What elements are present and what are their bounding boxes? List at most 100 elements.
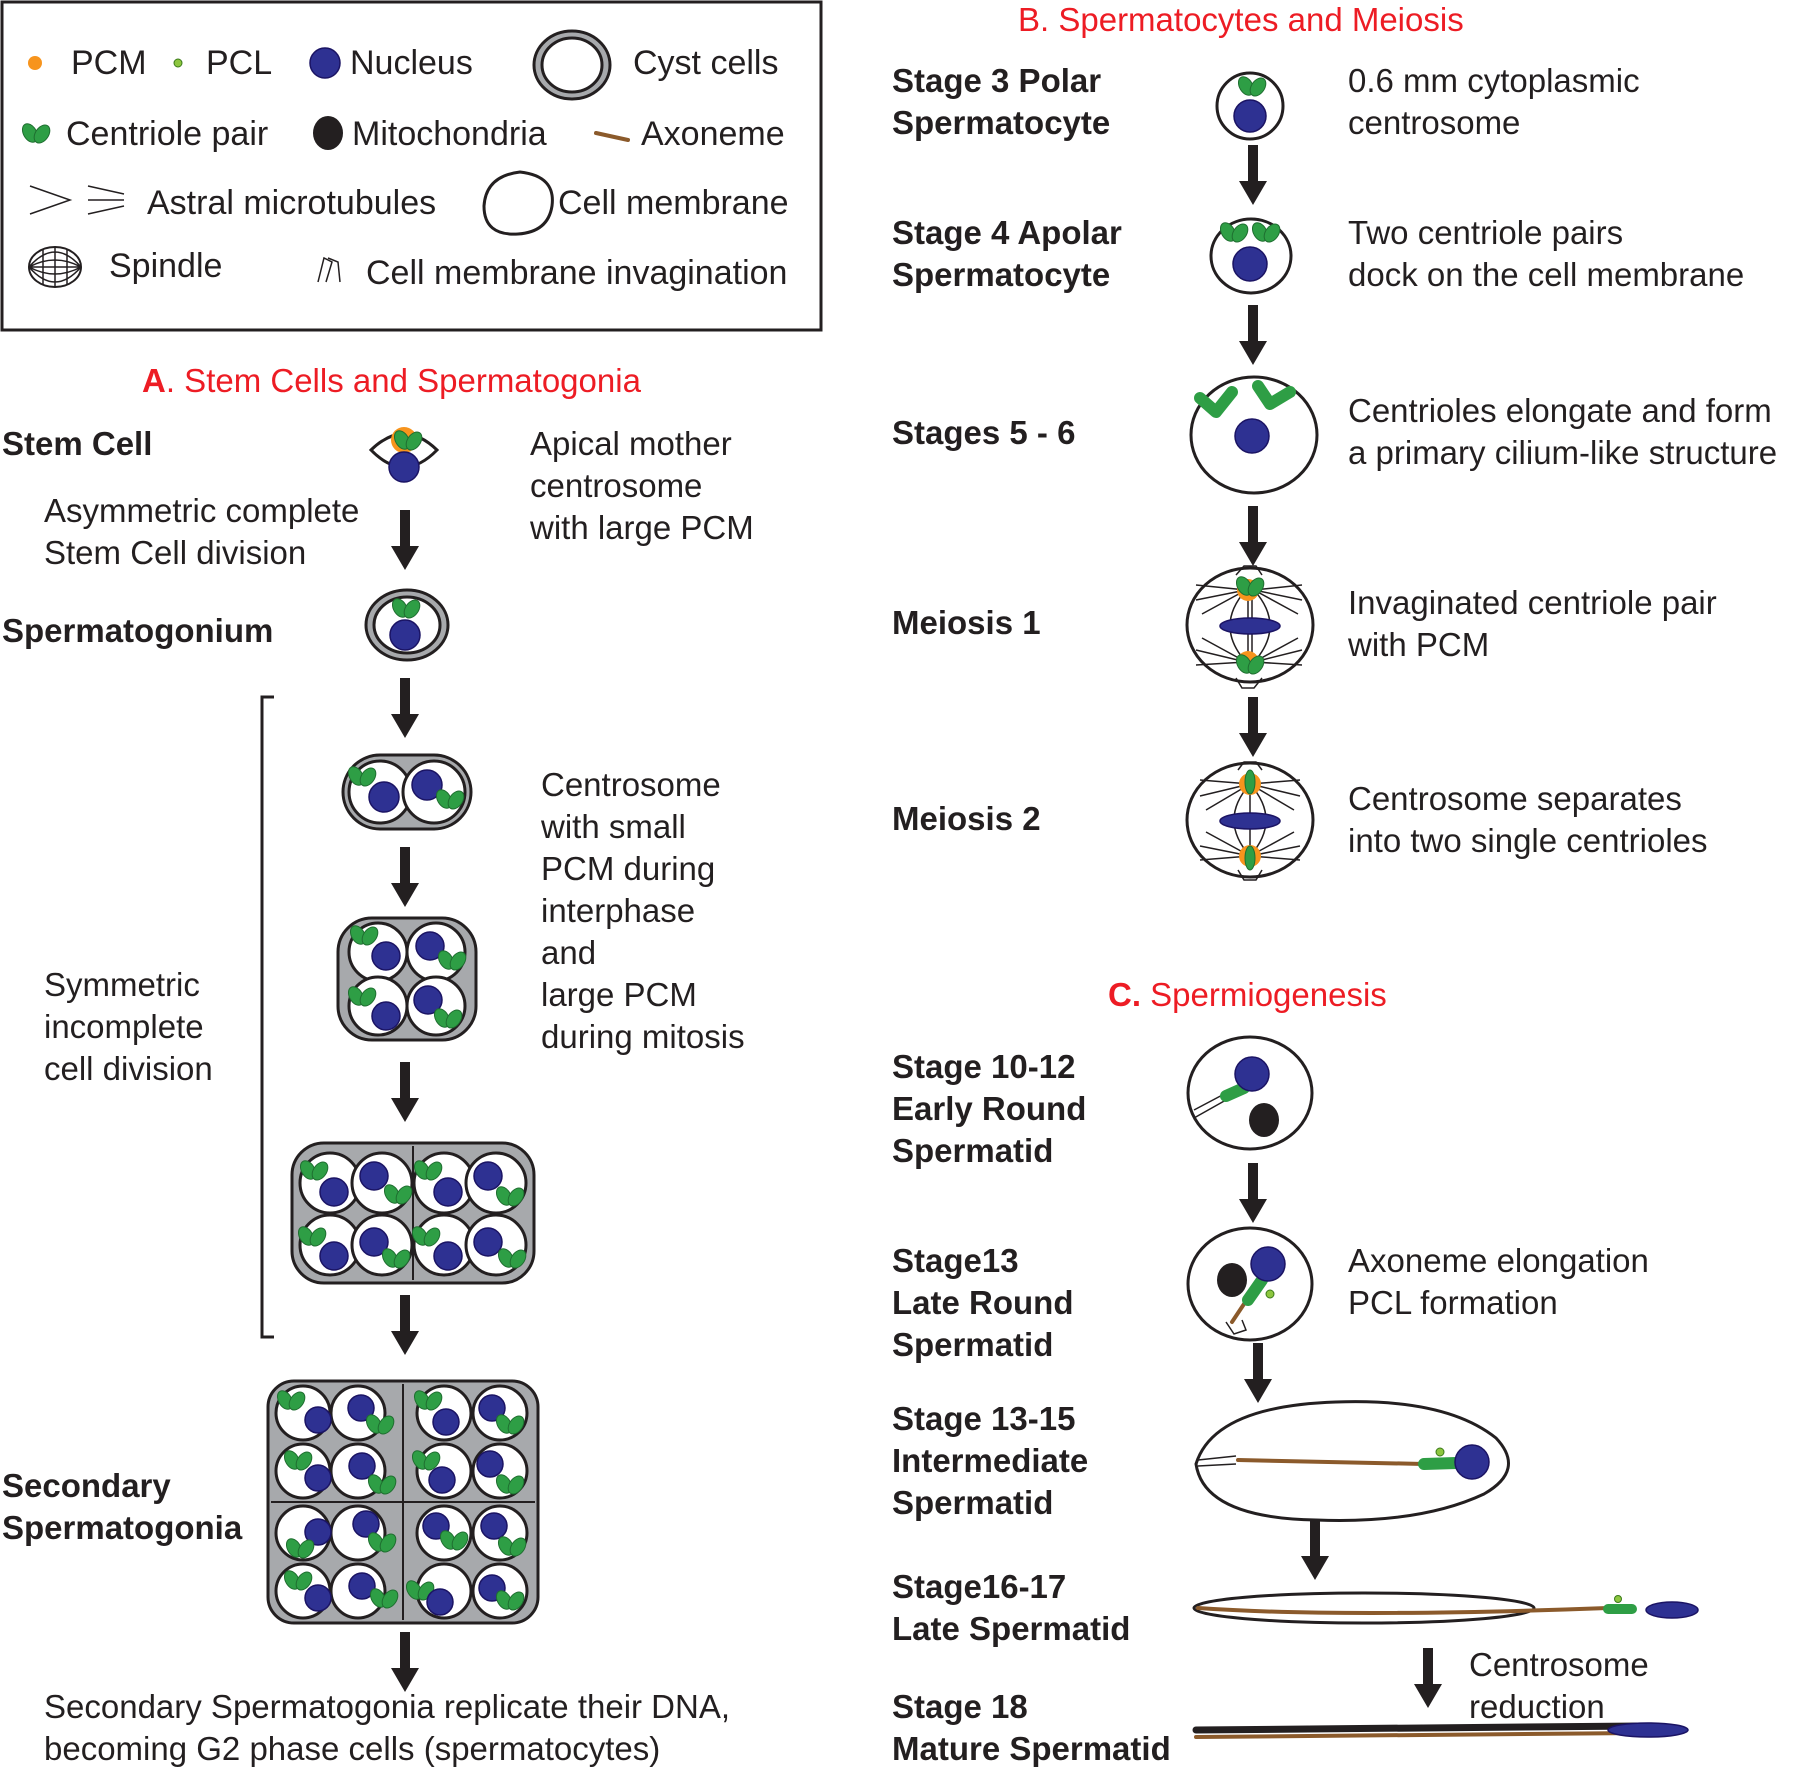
stage3-desc: 0.6 mm cytoplasmic centrosome [1348,62,1640,141]
stage3-label: Stage 3 Polar Spermatocyte [892,62,1110,141]
svg-text:with small: with small [540,808,686,845]
arrow-a5 [391,1295,419,1355]
panel-c-title: C. Spermiogenesis [1108,976,1387,1013]
spermatogonium-cell [364,588,450,662]
svg-text:Symmetric: Symmetric [44,966,200,1003]
svg-text:centrosome: centrosome [1348,104,1520,141]
svg-text:Early Round: Early Round [892,1090,1086,1127]
svg-text:Spermatogonia: Spermatogonia [2,1509,243,1546]
svg-text:with PCM: with PCM [1347,626,1489,663]
legend-pcm: PCM [71,44,147,82]
stem-cell [368,427,440,483]
stage4-cell [1209,217,1293,295]
cell-membrane-icon [482,170,554,236]
secondary-spermatogonia-label: Secondary Spermatogonia [2,1467,243,1546]
svg-text:cell division: cell division [44,1050,213,1087]
stages56-cell [1189,375,1319,495]
stage3-cell [1215,71,1285,141]
legend-nucleus: Nucleus [350,44,473,82]
svg-text:Invaginated centriole pair: Invaginated centriole pair [1348,584,1717,621]
stage4-label: Stage 4 Apolar Spermatocyte [892,214,1122,293]
svg-text:Late Spermatid: Late Spermatid [892,1610,1130,1647]
meiosis1-cell [1185,565,1315,689]
stem-cell-label: Stem Cell [2,425,152,462]
two-cell-cyst [341,753,473,831]
meiosis2-cell [1185,761,1315,881]
svg-text:Centrioles elongate and form: Centrioles elongate and form [1348,392,1772,429]
legend-box [0,0,823,332]
arrow-a3 [391,847,419,907]
stage4-desc: Two centriole pairs dock on the cell mem… [1348,214,1744,293]
stage13-cell [1186,1226,1314,1342]
panel-a-title: A. Stem Cells and Spermatogonia [142,362,642,399]
svg-text:with large PCM: with large PCM [529,509,754,546]
svg-text:Axoneme elongation: Axoneme elongation [1348,1242,1649,1279]
svg-text:Intermediate: Intermediate [892,1442,1088,1479]
svg-text:Stage 18: Stage 18 [892,1688,1028,1725]
panel-b-title: B. Spermatocytes and Meiosis [1018,1,1464,38]
arrow-c1 [1239,1163,1267,1223]
svg-text:Spermatocyte: Spermatocyte [892,104,1110,141]
four-cell-cyst [336,916,478,1042]
stem-cell-desc: Apical mother centrosome with large PCM [529,425,754,546]
stage1315-cell [1194,1400,1510,1522]
centrosome-desc: Centrosome with small PCM during interph… [540,766,745,1055]
svg-text:Spermatid: Spermatid [892,1484,1053,1521]
arrow-b3 [1239,506,1267,566]
legend-cell-membrane: Cell membrane [558,184,789,222]
svg-text:Spermatid: Spermatid [892,1132,1053,1169]
meiosis2-desc: Centrosome separates into two single cen… [1348,780,1708,859]
panel-b: B. Spermatocytes and Meiosis Stage 3 Pol… [892,1,1777,881]
svg-text:interphase: interphase [541,892,695,929]
stages56-label: Stages 5 - 6 [892,414,1075,451]
legend-axoneme: Axoneme [641,115,785,153]
stage13-label: Stage13 Late Round Spermatid [892,1242,1073,1363]
svg-text:centrosome: centrosome [530,467,702,504]
pcl-icon [173,58,183,68]
spermatogonium-label: Spermatogonium [2,612,273,649]
arrow-a6 [391,1632,419,1692]
axoneme-icon [594,131,630,142]
arrow-c4 [1414,1648,1442,1708]
svg-text:Two centriole pairs: Two centriole pairs [1348,214,1623,251]
svg-text:Late Round: Late Round [892,1284,1073,1321]
svg-text:incomplete: incomplete [44,1008,204,1045]
reduction-label: Centrosome reduction [1469,1646,1649,1725]
legend-mitochondria: Mitochondria [352,115,547,153]
svg-text:into two single centrioles: into two single centrioles [1348,822,1708,859]
stage1315-label: Stage 13-15 Intermediate Spermatid [892,1400,1088,1521]
arrow-b2 [1239,305,1267,365]
stage18-cell [1192,1722,1689,1739]
pcm-icon [28,56,42,70]
svg-text:Mature Spermatid: Mature Spermatid [892,1730,1171,1767]
panel-a: A. Stem Cells and Spermatogonia Stem Cel… [2,362,754,1767]
svg-text:Asymmetric complete: Asymmetric complete [44,492,359,529]
svg-text:a primary cilium-like structur: a primary cilium-like structure [1348,434,1777,471]
cyst-cells-icon [532,29,612,101]
symmetric-division-label: Symmetric incomplete cell division [44,966,213,1087]
svg-text:PCL formation: PCL formation [1348,1284,1558,1321]
svg-text:Stage 4 Apolar: Stage 4 Apolar [892,214,1122,251]
astral-microtubules-icon [29,185,125,215]
legend: PCM PCL Nucleus Cyst cells Centriole pai… [0,0,823,332]
panel-c: C. Spermiogenesis Stage 10-12 Early Roun… [892,976,1699,1767]
division-bracket [260,695,274,1339]
svg-text:during mitosis: during mitosis [541,1018,745,1055]
stage1617-label: Stage16-17 Late Spermatid [892,1568,1130,1647]
svg-text:0.6 mm cytoplasmic: 0.6 mm cytoplasmic [1348,62,1640,99]
svg-text:Stage16-17: Stage16-17 [892,1568,1066,1605]
membrane-invagination-icon [317,256,341,283]
bottom-caption: Secondary Spermatogonia replicate their … [44,1688,730,1767]
stage1012-label: Stage 10-12 Early Round Spermatid [892,1048,1086,1169]
asymmetric-division-label: Asymmetric complete Stem Cell division [44,492,359,571]
svg-text:PCM during: PCM during [541,850,715,887]
legend-pcl: PCL [206,44,272,82]
svg-text:Centrosome: Centrosome [1469,1646,1649,1683]
svg-text:Stage13: Stage13 [892,1242,1019,1279]
svg-text:reduction: reduction [1469,1688,1605,1725]
legend-astral-microtubules: Astral microtubules [147,184,436,222]
svg-text:Secondary Spermatogonia replic: Secondary Spermatogonia replicate their … [44,1688,730,1725]
svg-text:dock on the cell membrane: dock on the cell membrane [1348,256,1744,293]
legend-spindle: Spindle [109,247,222,285]
svg-text:Spermatid: Spermatid [892,1326,1053,1363]
